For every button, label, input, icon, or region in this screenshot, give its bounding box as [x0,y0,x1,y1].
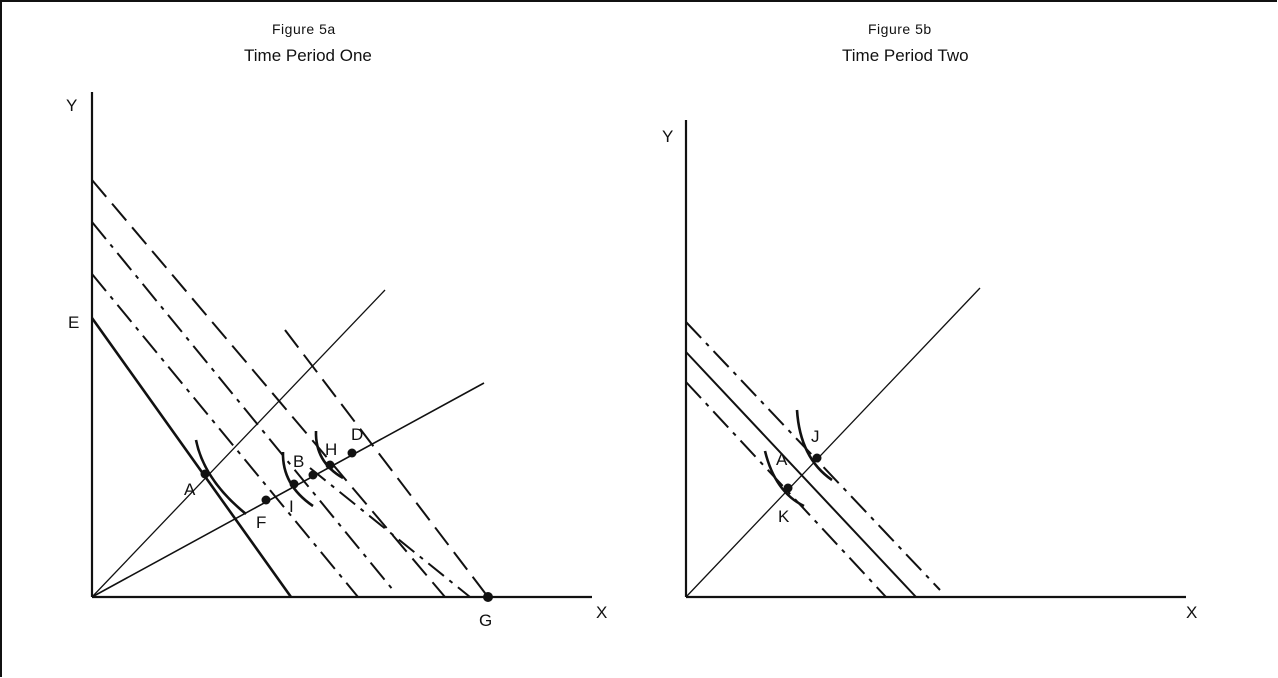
point-i [289,479,299,489]
budget-line-dg-upper-guide [92,180,285,330]
budget-line-dashdot-upper [685,321,941,591]
budget-line-dashdot-2 [91,221,394,591]
indifference-curve-j [795,409,833,482]
ray-shallow [91,382,485,598]
point-e-label: E [68,313,79,332]
figure-5a-diagram: Y X E A F I B H D G [66,92,607,630]
point-k-label: K [778,507,790,526]
point-g [483,592,493,602]
point-d-label: D [351,425,363,444]
point-b-label: B [293,452,304,471]
budget-line-solid [685,351,917,598]
figure-5b-title: Time Period Two [842,46,969,65]
point-a-label: A [184,480,196,499]
figure-5a: Figure 5a Time Period One Y X E A [0,0,620,678]
budget-line-dashdot-1 [91,273,359,598]
budget-line-dashed-1 [91,179,446,598]
point-h-label: H [325,440,337,459]
point-k [783,483,793,493]
point-j [812,453,822,463]
budget-line-dashdot-3 [309,467,471,598]
point-j-label: J [811,427,820,446]
ray-steep [91,289,386,598]
figure-5b-diagram: Y X A J K [662,120,1197,622]
x-axis-label: X [596,603,607,622]
indifference-curve-a [194,439,247,516]
point-a-label: A [776,450,788,469]
point-h [325,460,335,470]
figure-5b: Figure 5b Time Period Two Y X A J K [600,0,1220,678]
ray [685,287,981,598]
figure-5a-label: Figure 5a [272,21,336,37]
point-f [261,495,271,505]
point-i-label: I [289,497,294,516]
y-axis-label: Y [66,96,77,115]
point-a [200,469,210,479]
budget-line-dashdot-lower [685,381,887,598]
y-axis-label: Y [662,127,673,146]
indifference-curve-k [763,450,805,508]
point-g-label: G [479,611,492,630]
point-b [308,470,318,480]
point-f-label: F [256,513,266,532]
figure-5b-label: Figure 5b [868,21,932,37]
budget-line-ef [90,317,293,598]
budget-line-dg [284,329,489,598]
indifference-curve-h [314,430,344,480]
x-axis-label: X [1186,603,1197,622]
point-d [347,448,357,458]
figure-5a-title: Time Period One [244,46,372,65]
